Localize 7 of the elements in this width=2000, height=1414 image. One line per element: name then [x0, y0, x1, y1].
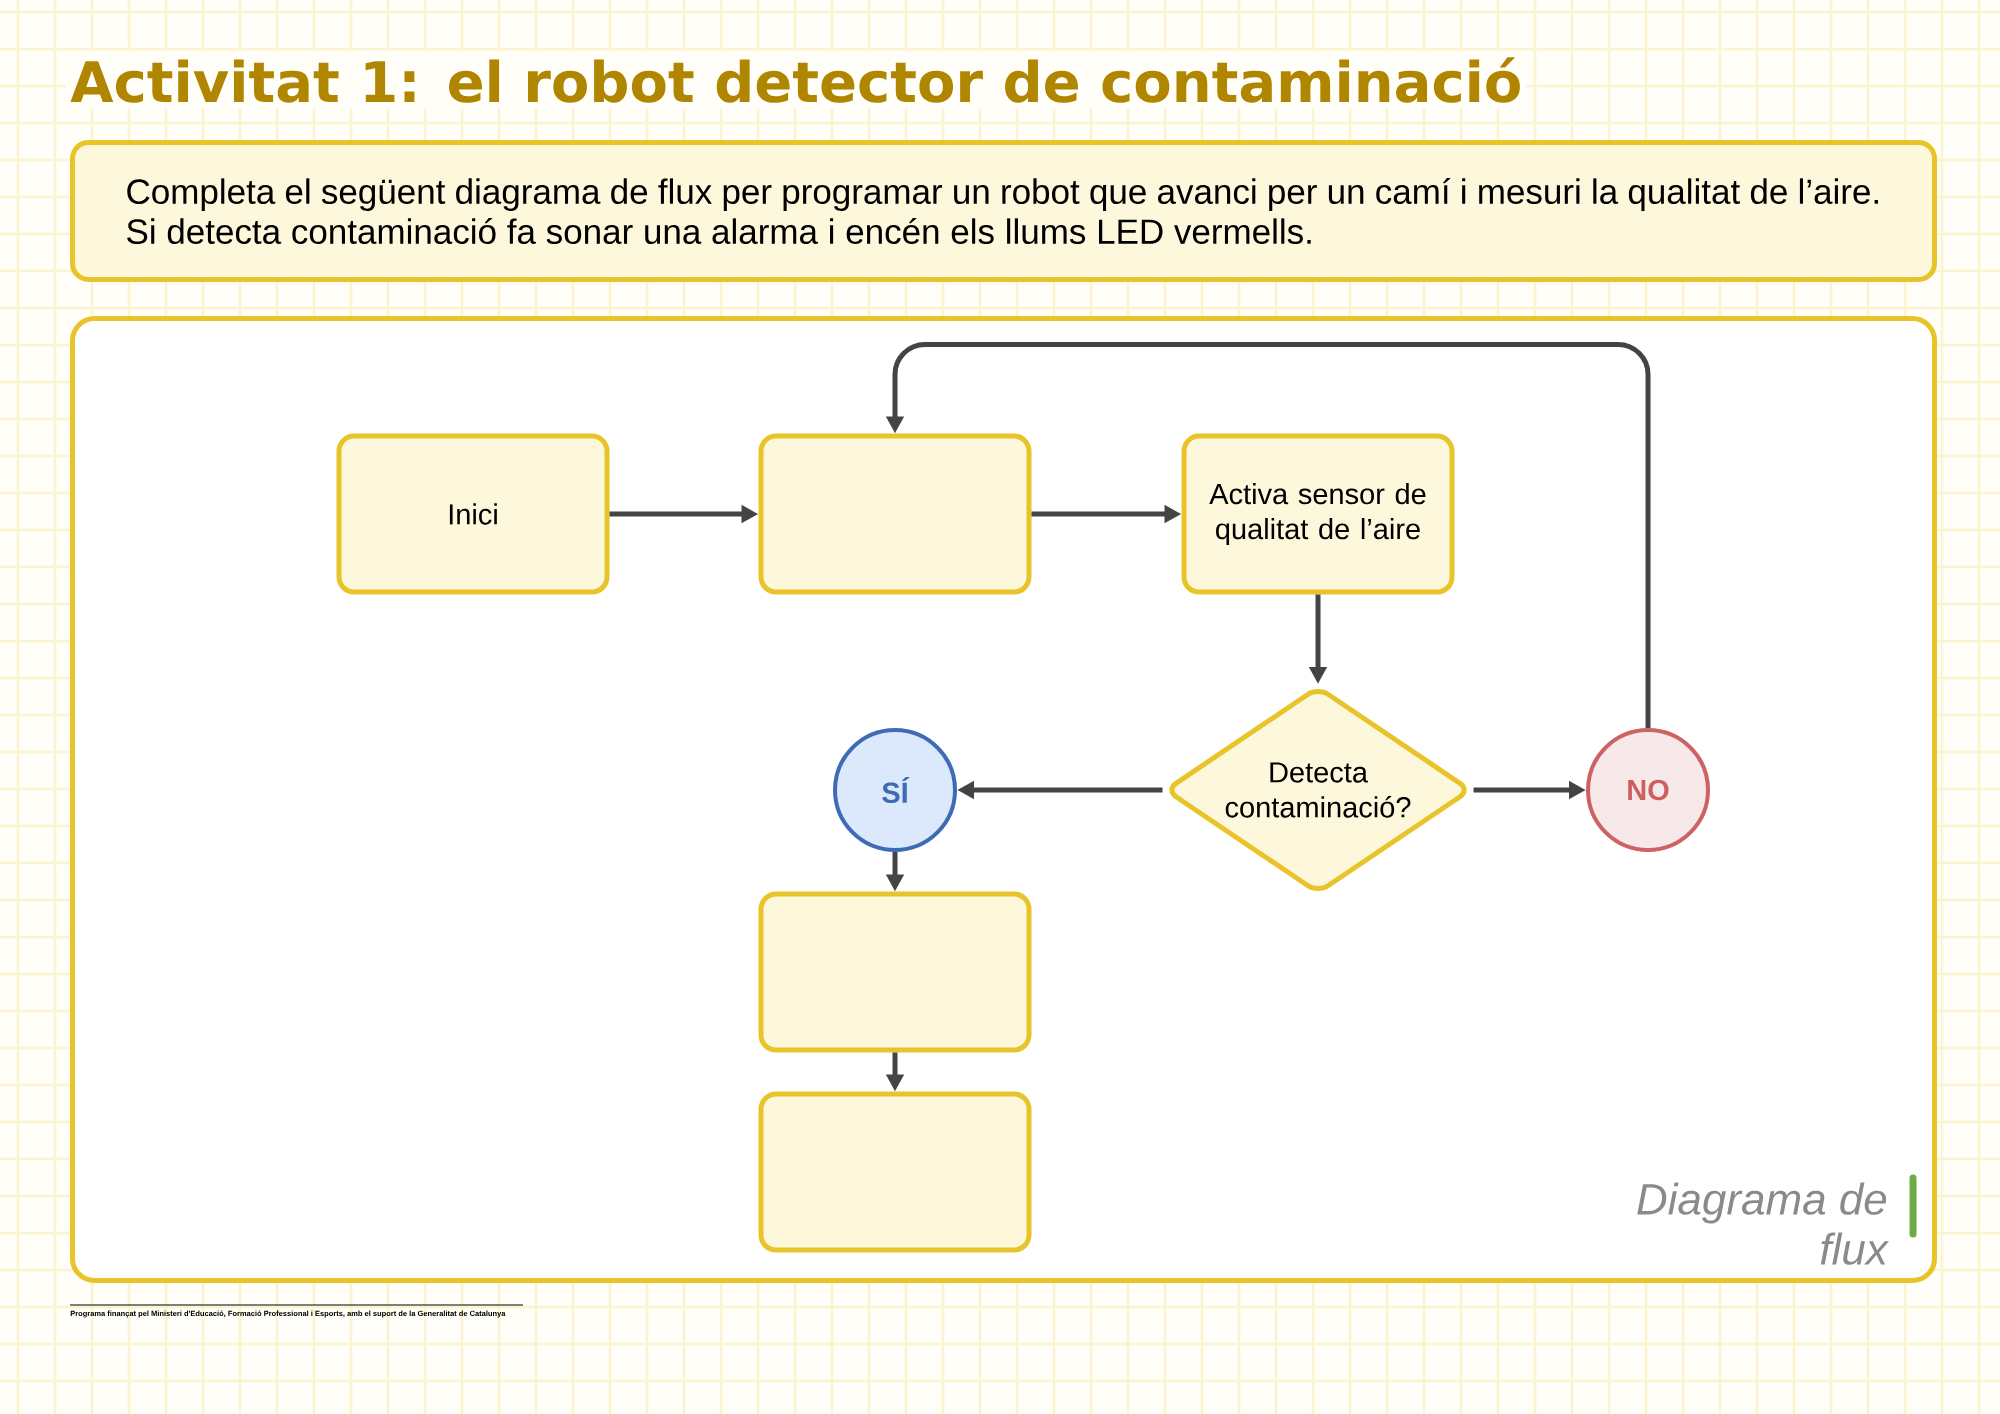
instruction-box: Completa el següent diagrama de flux per programar un robot que avanci per un camí i mesuri la qualitat de l’aire. Si detecta contaminació fa sonar una alarma i encén els llums LED vermells. [70, 140, 1937, 282]
process-box: Inici [336, 433, 610, 595]
process-box: Activa sensor de qualitat de l’aire [1181, 433, 1455, 595]
answer-box [758, 891, 1032, 1053]
answer-box [758, 433, 1032, 595]
answer-box [758, 1091, 1032, 1253]
title: Activitat 1: el robot detector de contaminació [66, 51, 1527, 109]
